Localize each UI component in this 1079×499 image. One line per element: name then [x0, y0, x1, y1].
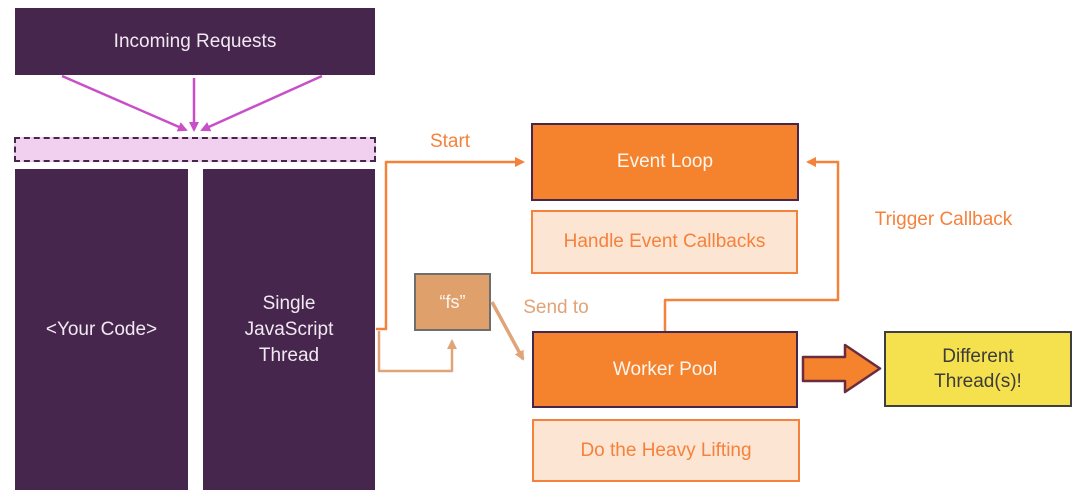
request-queue-bar [14, 137, 376, 162]
single-js-thread-box: Single JavaScript Thread [203, 169, 375, 490]
thread-to-fs-arrow [377, 331, 457, 373]
incoming-arrow-left [61, 74, 188, 132]
event-loop-box: Event Loop [531, 123, 799, 201]
send-to-edge-label: Send to [523, 297, 589, 318]
incoming-requests-box: Incoming Requests [15, 8, 375, 75]
different-threads-box: Different Thread(s)! [884, 331, 1072, 407]
your-code-box: <Your Code> [15, 169, 188, 490]
trigger-callback-edge-label: Trigger Callback [874, 209, 1013, 230]
fs-module-box: “fs” [414, 273, 491, 331]
do-the-heavy-lifting-box: Do the Heavy Lifting [532, 419, 800, 482]
incoming-requests-arrows [61, 74, 323, 132]
worker-to-thread-block-arrow [801, 343, 882, 394]
handle-event-callbacks-box: Handle Event Callbacks [531, 210, 798, 274]
start-edge-label: Start [429, 131, 471, 152]
incoming-arrow-right [200, 74, 323, 132]
worker-pool-box: Worker Pool [532, 331, 798, 408]
